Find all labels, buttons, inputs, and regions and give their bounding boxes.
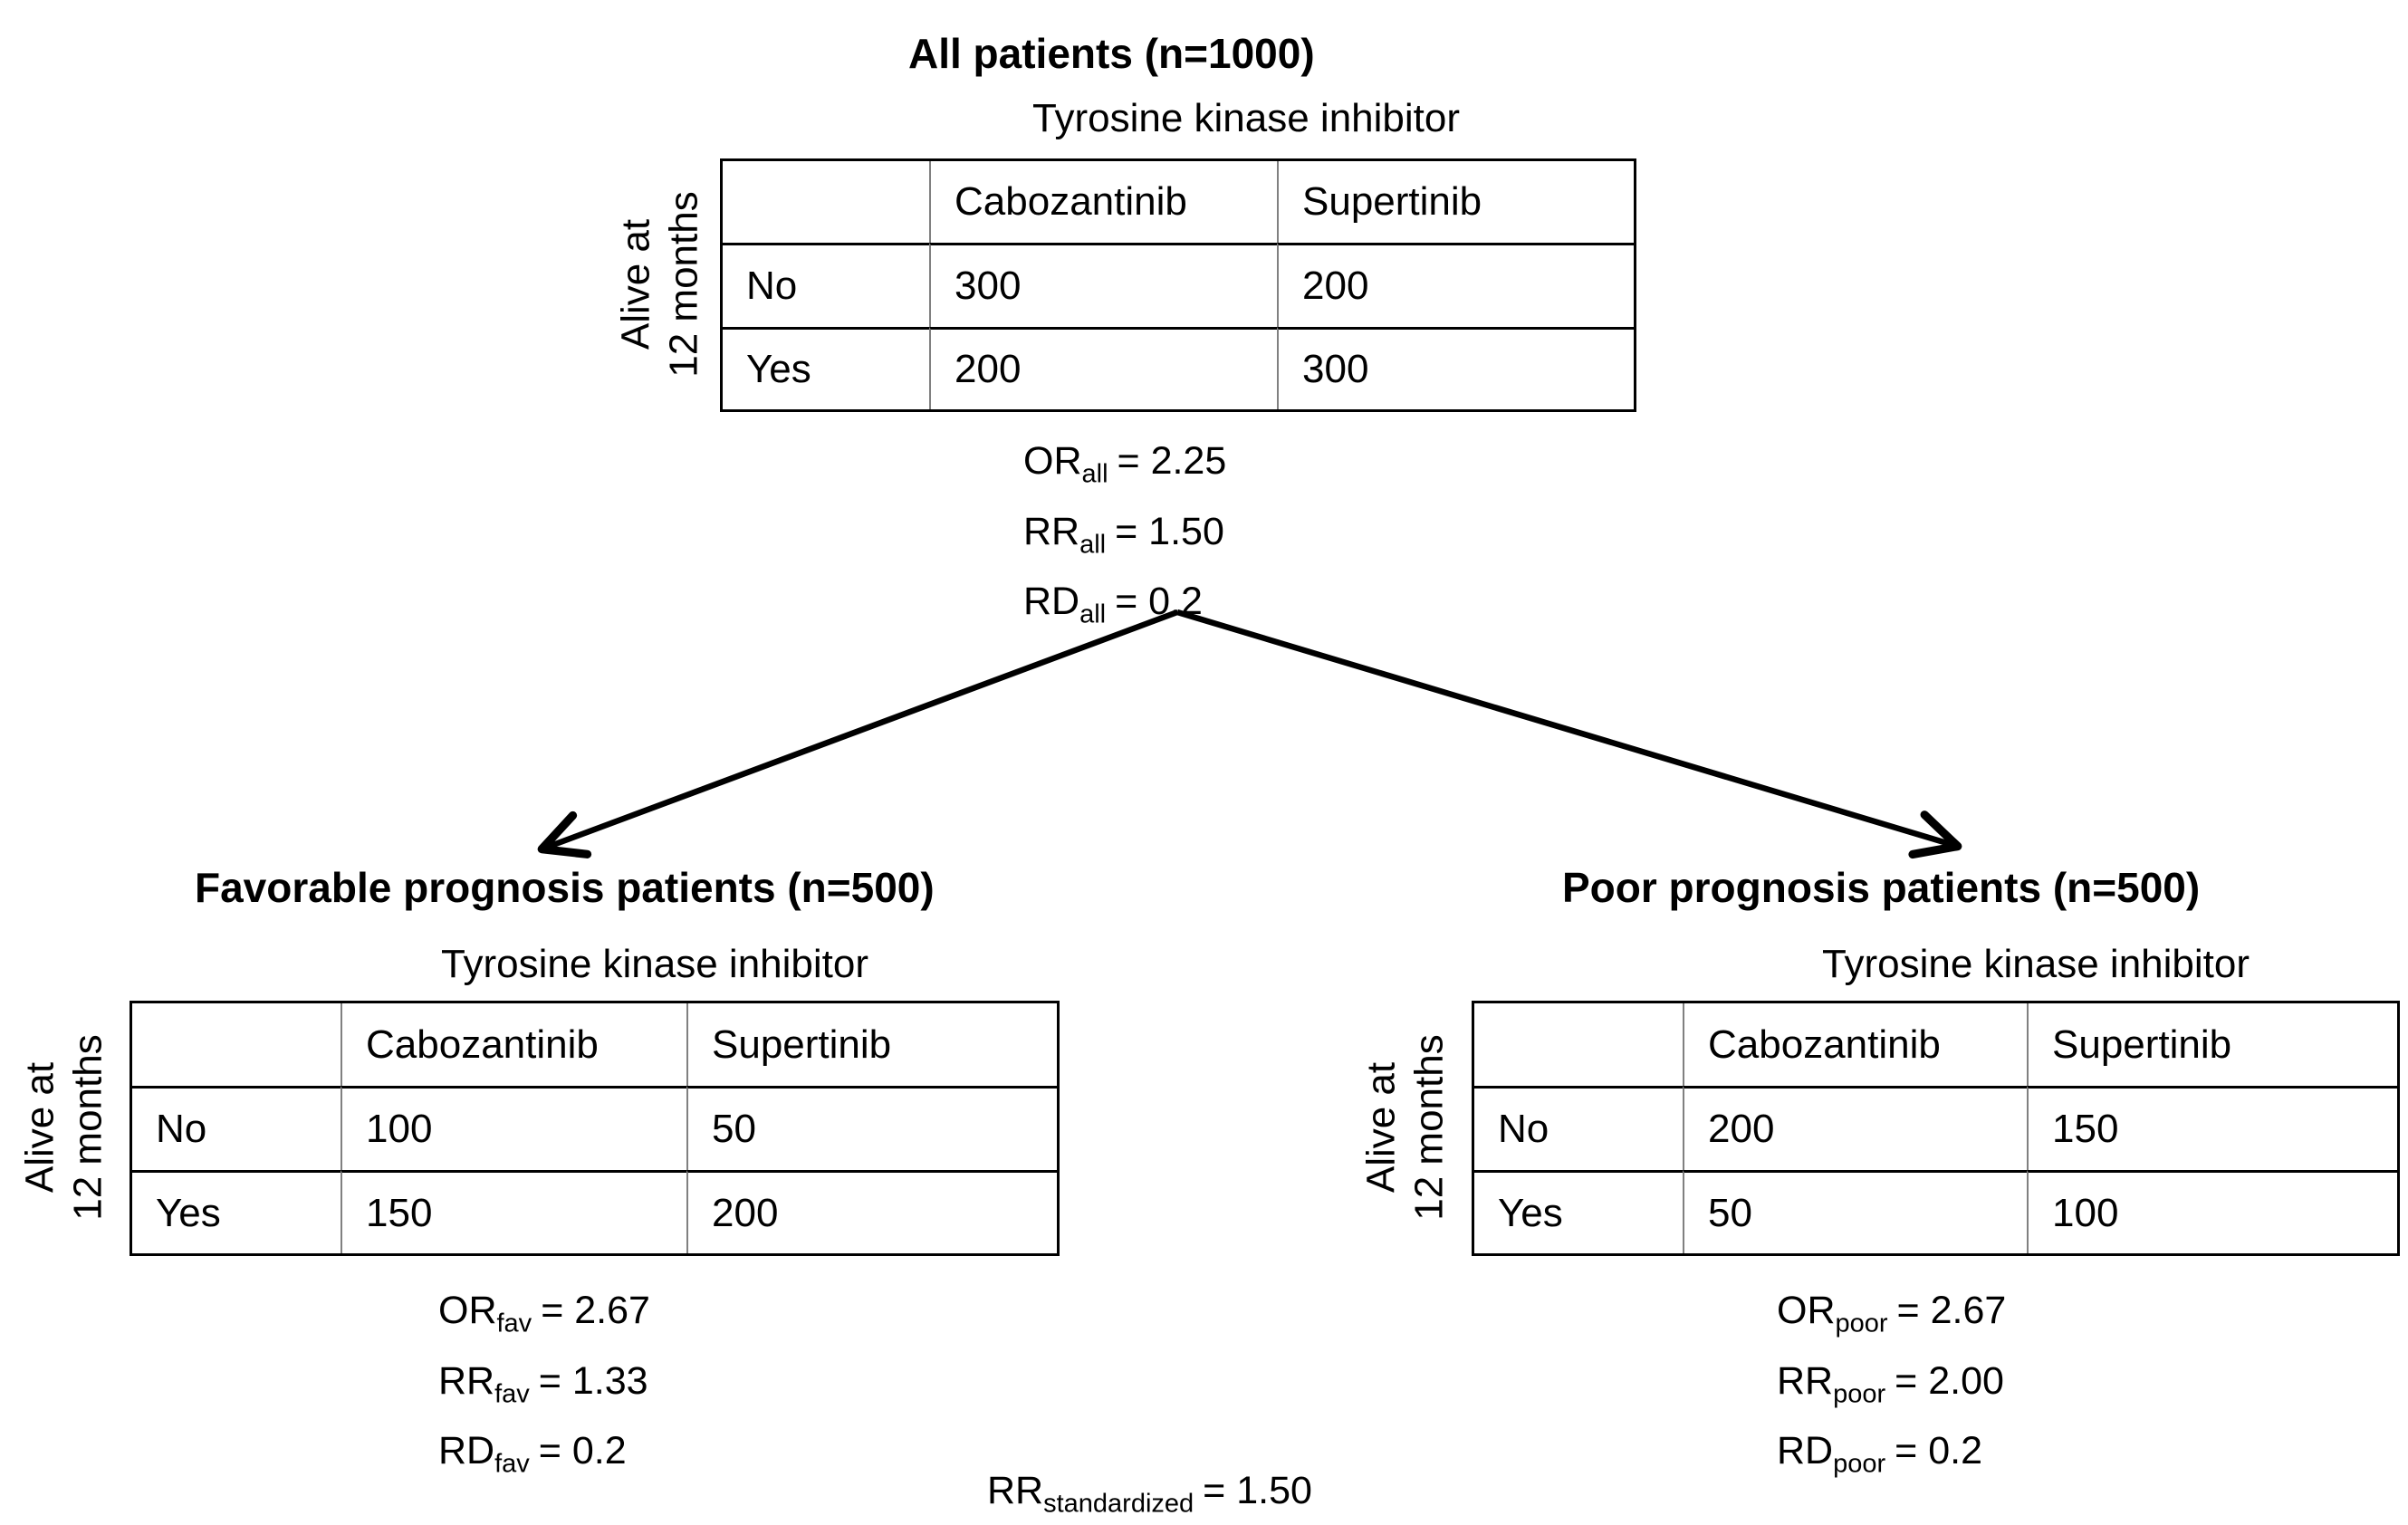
corner-cell (132, 1003, 341, 1086)
outcome-axis-label-all: Alive at 12 months (605, 158, 715, 409)
standardized-rr-line: RRstandardized= 1.50 (987, 1469, 1312, 1519)
stat-line-rd: RDpoor= 0.2 (1777, 1429, 1982, 1479)
outcome-axis-line2: 12 months (662, 190, 706, 378)
cell-value: 300 (929, 243, 1277, 327)
exposure-group-label-favorable: Tyrosine kinase inhibitor (441, 942, 869, 986)
col-header: Cabozantinib (341, 1003, 686, 1086)
cell-value: 100 (341, 1086, 686, 1170)
stat-line-or: ORfav= 2.67 (438, 1289, 650, 1338)
corner-cell (1474, 1003, 1683, 1086)
corner-cell (723, 161, 929, 243)
col-header: Supertinib (2027, 1003, 2397, 1086)
cell-value: 300 (1277, 327, 1634, 409)
col-header: Cabozantinib (929, 161, 1277, 243)
outcome-axis-label-favorable: Alive at 12 months (7, 1001, 121, 1253)
row-label: Yes (723, 327, 929, 409)
panel-title-poor: Poor prognosis patients (n=500) (1562, 864, 2201, 911)
cell-value: 150 (2027, 1086, 2397, 1170)
contingency-table-all: Cabozantinib Supertinib No 300 200 Yes 2… (720, 158, 1636, 412)
cell-value: 200 (1277, 243, 1634, 327)
stats-block-all: ORall= 2.25 RRall= 1.50 RDall= 0.2 (1023, 433, 1226, 644)
panel-title-all: All patients (n=1000) (908, 30, 1315, 77)
row-label: Yes (132, 1170, 341, 1253)
stat-line-rd: RDall= 0.2 (1023, 580, 1203, 629)
row-label: No (132, 1086, 341, 1170)
col-header: Cabozantinib (1683, 1003, 2027, 1086)
contingency-table-poor: Cabozantinib Supertinib No 200 150 Yes 5… (1472, 1001, 2400, 1256)
exposure-group-label-poor: Tyrosine kinase inhibitor (1822, 942, 2250, 986)
cell-value: 200 (1683, 1086, 2027, 1170)
stat-line-or: ORpoor= 2.67 (1777, 1289, 2007, 1338)
contingency-table-favorable: Cabozantinib Supertinib No 100 50 Yes 15… (130, 1001, 1060, 1256)
row-label: No (1474, 1086, 1683, 1170)
cell-value: 150 (341, 1170, 686, 1253)
arrow-to-favorable (537, 609, 1179, 858)
stat-line-rd: RDfav= 0.2 (438, 1429, 627, 1479)
outcome-axis-label-poor: Alive at 12 months (1348, 1001, 1463, 1253)
row-label: No (723, 243, 929, 327)
col-header: Supertinib (1277, 161, 1634, 243)
cell-value: 50 (1683, 1170, 2027, 1253)
cell-value: 100 (2027, 1170, 2397, 1253)
outcome-axis-line1: Alive at (614, 218, 658, 350)
cell-value: 200 (686, 1170, 1057, 1253)
outcome-axis-line1: Alive at (1359, 1061, 1404, 1193)
stat-line-rr: RRfav= 1.33 (438, 1358, 648, 1409)
outcome-axis-line2: 12 months (66, 1033, 110, 1221)
stat-line-or: ORall= 2.25 (1023, 439, 1227, 489)
outcome-axis-line2: 12 months (1407, 1033, 1452, 1221)
exposure-group-label-all: Tyrosine kinase inhibitor (1032, 96, 1461, 140)
cell-value: 200 (929, 327, 1277, 409)
stats-block-favorable: ORfav= 2.67 RRfav= 1.33 RDfav= 0.2 (438, 1282, 650, 1493)
stat-line-rr: RRpoor= 2.00 (1777, 1358, 2004, 1409)
outcome-axis-line1: Alive at (18, 1061, 62, 1193)
stat-line-rr: RRall= 1.50 (1023, 509, 1224, 560)
row-label: Yes (1474, 1170, 1683, 1253)
panel-title-favorable: Favorable prognosis patients (n=500) (195, 864, 935, 911)
cell-value: 50 (686, 1086, 1057, 1170)
stats-block-poor: ORpoor= 2.67 RRpoor= 2.00 RDpoor= 0.2 (1777, 1282, 2006, 1493)
col-header: Supertinib (686, 1003, 1057, 1086)
arrow-to-poor (1176, 609, 1962, 859)
